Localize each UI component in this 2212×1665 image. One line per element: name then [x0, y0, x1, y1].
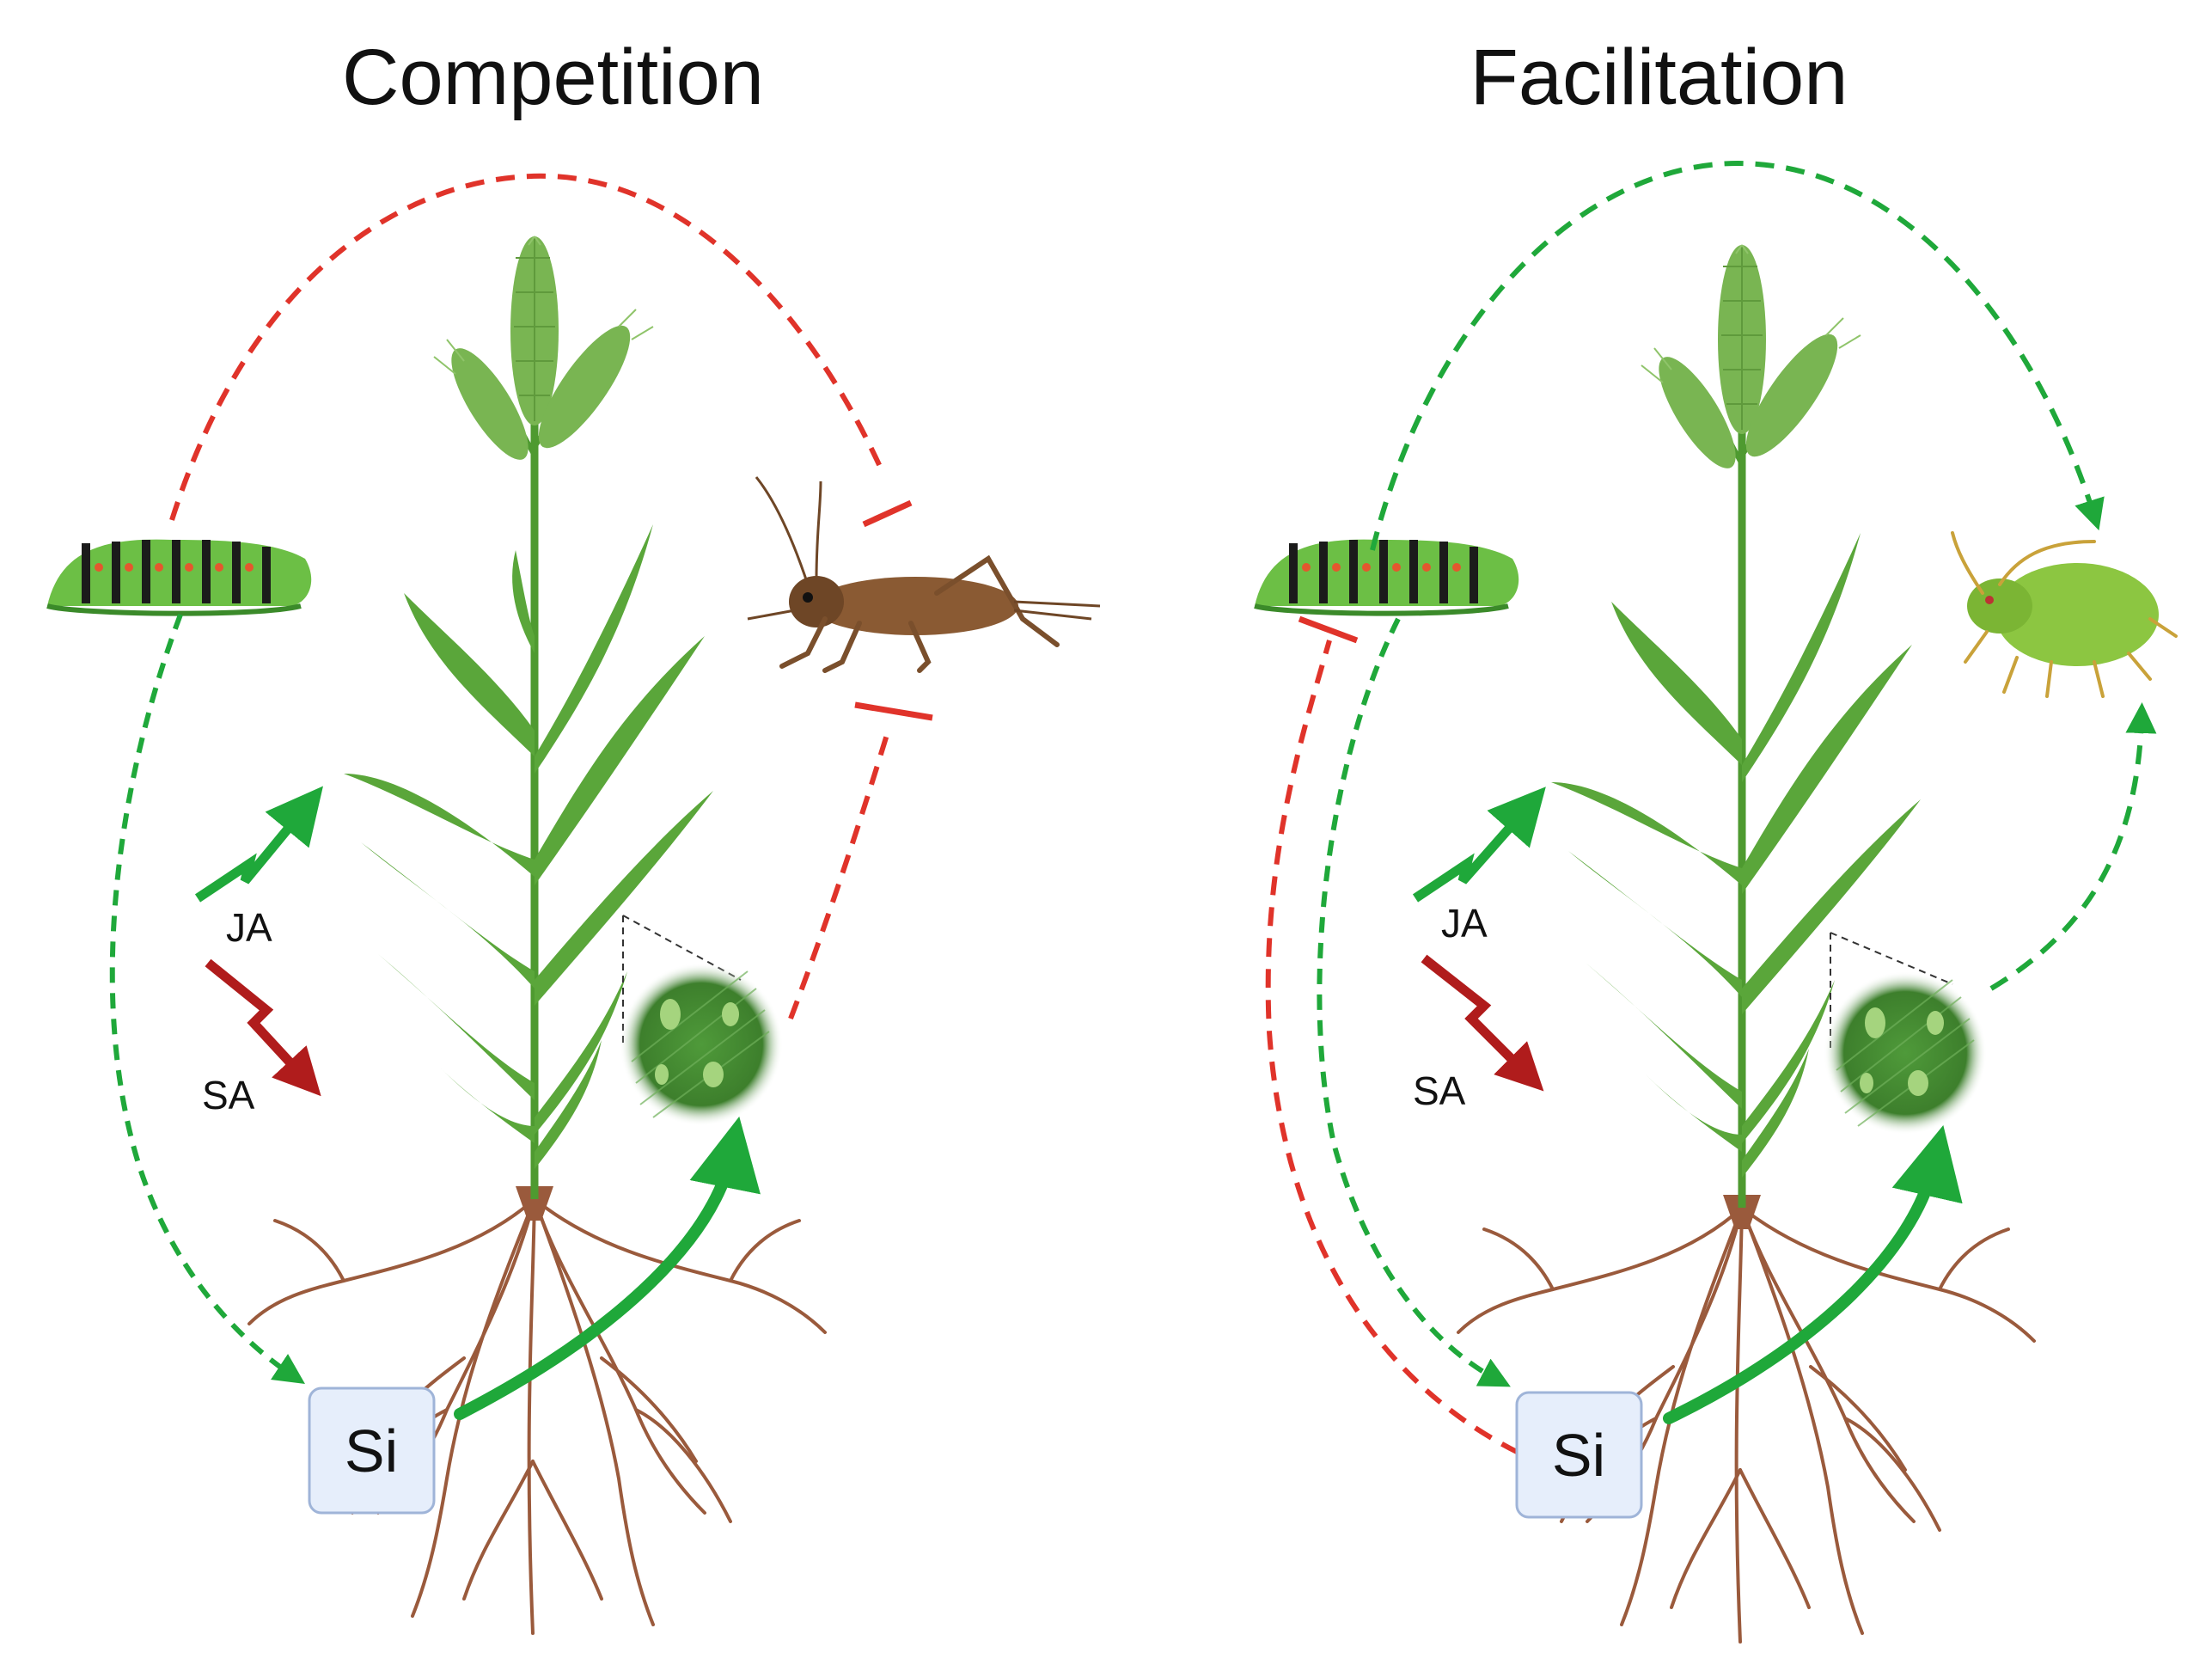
- plant-leaves: [344, 524, 713, 1169]
- aphid-icon: [1951, 531, 2178, 698]
- wheat-spikes: [1641, 244, 1861, 468]
- inhibition-bar-bottom: [854, 701, 933, 721]
- leaf-phytolith-zoom: [1824, 971, 1987, 1135]
- sa-label: SA: [202, 1073, 255, 1117]
- inhibition-bar-top: [862, 499, 913, 528]
- si-to-caterpillar-inhibition: [1265, 640, 1520, 1455]
- ja-label: JA: [226, 905, 272, 950]
- si-uptake-arrow: [1663, 1125, 1963, 1424]
- cricket-icon: [747, 476, 1101, 673]
- silicon-label: Si: [1552, 1422, 1605, 1489]
- ja-upregulation-arrow: [1412, 787, 1546, 903]
- inhibition-bar-caterpillar: [1298, 615, 1359, 644]
- competition-panel: Competition: [46, 34, 1101, 1635]
- silicon-box: Si: [1515, 1391, 1643, 1519]
- caterpillar-icon: [1254, 539, 1519, 616]
- panel-title-competition: Competition: [342, 34, 764, 121]
- wheat-spikes: [433, 236, 654, 460]
- ja-label: JA: [1441, 901, 1488, 946]
- silicon-box: Si: [308, 1386, 436, 1515]
- caterpillar-to-si-arrow: [109, 613, 305, 1384]
- competition-scene: JA SA Si: [46, 173, 1101, 1635]
- root-crown: [1723, 1195, 1761, 1229]
- panel-title-facilitation: Facilitation: [1470, 34, 1848, 121]
- facilitation-scene: JA SA Si: [1254, 160, 2178, 1644]
- sa-label: SA: [1413, 1068, 1466, 1113]
- caterpillar-icon: [46, 539, 312, 616]
- silicon-label: Si: [345, 1417, 398, 1484]
- competition-inhibition-arc: [169, 173, 883, 521]
- plant-roots: [1457, 1206, 2036, 1644]
- leaf-to-aphid-arrow: [1989, 702, 2157, 991]
- sa-downregulation-arrow: [205, 958, 321, 1097]
- facilitation-panel: Facilitation: [1106, 0, 2212, 1665]
- caterpillar-to-si-arrow: [1317, 617, 1511, 1387]
- leaf-phytolith-zoom: [620, 963, 783, 1126]
- leaf-to-cricket-inhibition: [788, 725, 892, 1020]
- sa-downregulation-arrow: [1421, 954, 1544, 1092]
- ja-upregulation-arrow: [194, 786, 323, 903]
- si-uptake-arrow: [454, 1116, 761, 1420]
- facilitation-arc-to-aphid: [1370, 160, 2105, 551]
- root-crown: [516, 1186, 553, 1221]
- plant-leaves: [1551, 533, 1921, 1178]
